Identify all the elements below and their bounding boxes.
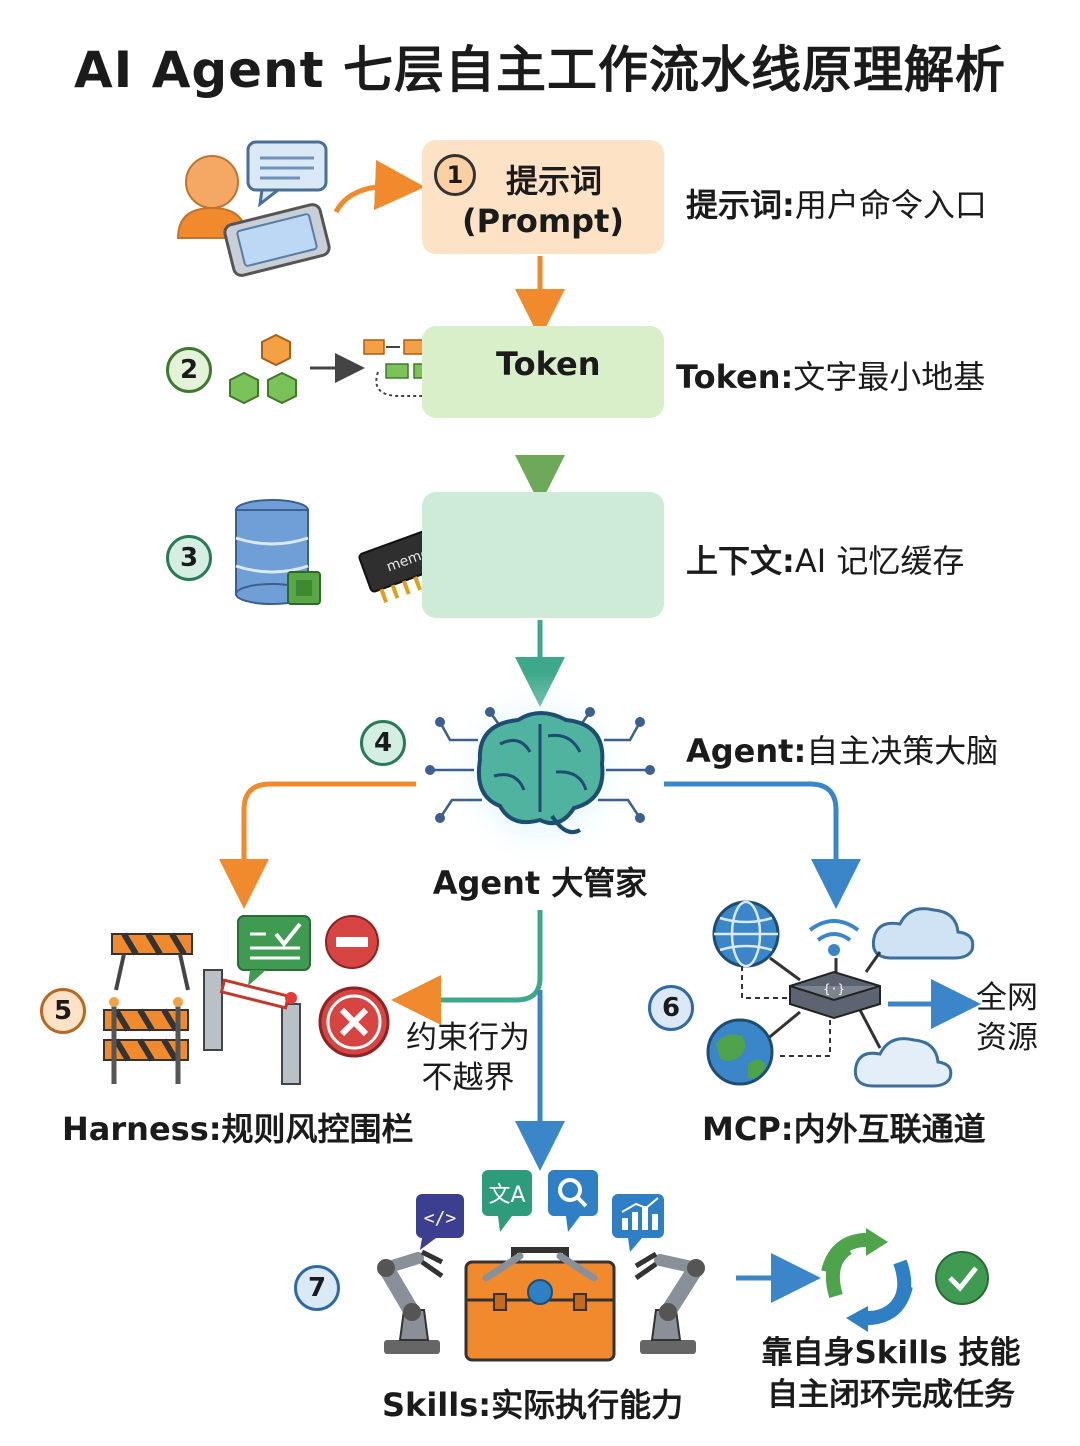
agent-label: Agent 大管家 — [432, 864, 648, 902]
stop-icon — [325, 915, 379, 969]
layer-1-description: 提示词:用户命令入口 — [686, 180, 987, 226]
layer-7-number: 7 — [294, 1265, 340, 1311]
svg-text:</>: </> — [424, 1208, 457, 1229]
svg-text:文A: 文A — [488, 1183, 525, 1208]
layer-3-term: 上下文: — [686, 542, 795, 580]
chat-bubble-icon — [246, 140, 328, 208]
database-icon — [235, 499, 321, 605]
layer-4-text: 自主决策大脑 — [806, 732, 999, 770]
prompt-box-subtitle: (Prompt) — [461, 202, 624, 240]
search-icon — [548, 1170, 598, 1232]
token-box-label: Token — [496, 345, 601, 383]
layer-1-term: 提示词: — [686, 186, 795, 224]
layer-2-text: 文字最小地基 — [793, 358, 986, 396]
layer-4-number: 4 — [360, 720, 406, 766]
arrow-4-to-6 — [664, 781, 861, 909]
layer-5-number: 5 — [40, 988, 86, 1034]
code-icon: </> — [416, 1194, 464, 1250]
cycle-icon — [821, 1228, 913, 1332]
context-box — [422, 492, 664, 618]
layer-2-number: 2 — [166, 347, 212, 393]
cloud-icon — [871, 907, 975, 960]
brain-icon — [425, 707, 655, 835]
harness-side-line1: 约束行为 — [406, 1020, 530, 1056]
wifi-icon — [808, 919, 860, 956]
toolbox-icon — [464, 1247, 616, 1362]
robot-arm-icon — [377, 1249, 444, 1354]
skills-result-line1: 靠自身Skills 技能 — [761, 1335, 1021, 1371]
robot-arm-icon-2 — [634, 1251, 705, 1354]
token-box — [422, 326, 664, 418]
translate-icon: 文A — [482, 1170, 532, 1232]
mcp-side-text: 全网 资源 — [964, 978, 1050, 1058]
layer-2-description: Token:文字最小地基 — [676, 352, 985, 398]
page-title: AI Agent 七层自主工作流水线原理解析 — [73, 41, 1006, 99]
layer-1-text: 用户命令入口 — [794, 186, 987, 224]
prompt-box-title: 提示词 — [505, 162, 602, 200]
cloud-icon-2 — [853, 1037, 953, 1088]
layer-2-term: Token: — [676, 358, 794, 396]
router-icon: {·} — [741, 951, 882, 1057]
layer-3-number: 3 — [166, 535, 212, 581]
mcp-side-line1: 全网 — [976, 980, 1038, 1016]
layer-3-description: 上下文:AI 记忆缓存 — [686, 536, 964, 582]
earth-icon — [706, 1018, 774, 1086]
harness-label: Harness:规则风控围栏 — [62, 1110, 414, 1148]
arrow-4-to-harness-line — [420, 910, 543, 1003]
checklist-icon — [237, 915, 311, 986]
cross-icon — [318, 986, 390, 1058]
check-icon — [935, 1251, 989, 1305]
skills-label: Skills:实际执行能力 — [382, 1386, 684, 1424]
chart-icon — [612, 1194, 664, 1252]
barrier-icon — [103, 932, 301, 1085]
layer-6-number: 6 — [648, 985, 694, 1031]
skills-result-line2: 自主闭环完成任务 — [767, 1377, 1015, 1413]
mcp-label: MCP:内外互联通道 — [702, 1110, 986, 1148]
cubes-icon — [229, 333, 297, 405]
arrow-4-to-5 — [219, 781, 416, 909]
layer-4-description: Agent:自主决策大脑 — [686, 726, 998, 772]
skills-result-text: 靠自身Skills 技能 自主闭环完成任务 — [756, 1332, 1026, 1416]
prompt-box: 1 提示词 (Prompt) — [422, 140, 664, 254]
prompt-input-arrow — [333, 160, 425, 214]
harness-side-line2: 不越界 — [421, 1060, 515, 1096]
layer-1-number: 1 — [434, 154, 476, 196]
mcp-side-line2: 资源 — [976, 1020, 1038, 1056]
layer-3-text: AI 记忆缓存 — [794, 542, 965, 580]
phone-icon — [223, 203, 331, 277]
harness-side-text: 约束行为 不越界 — [398, 1018, 538, 1098]
globe-icon — [712, 900, 780, 968]
layer-4-term: Agent: — [686, 732, 807, 770]
svg-text:{·}: {·} — [823, 982, 845, 996]
